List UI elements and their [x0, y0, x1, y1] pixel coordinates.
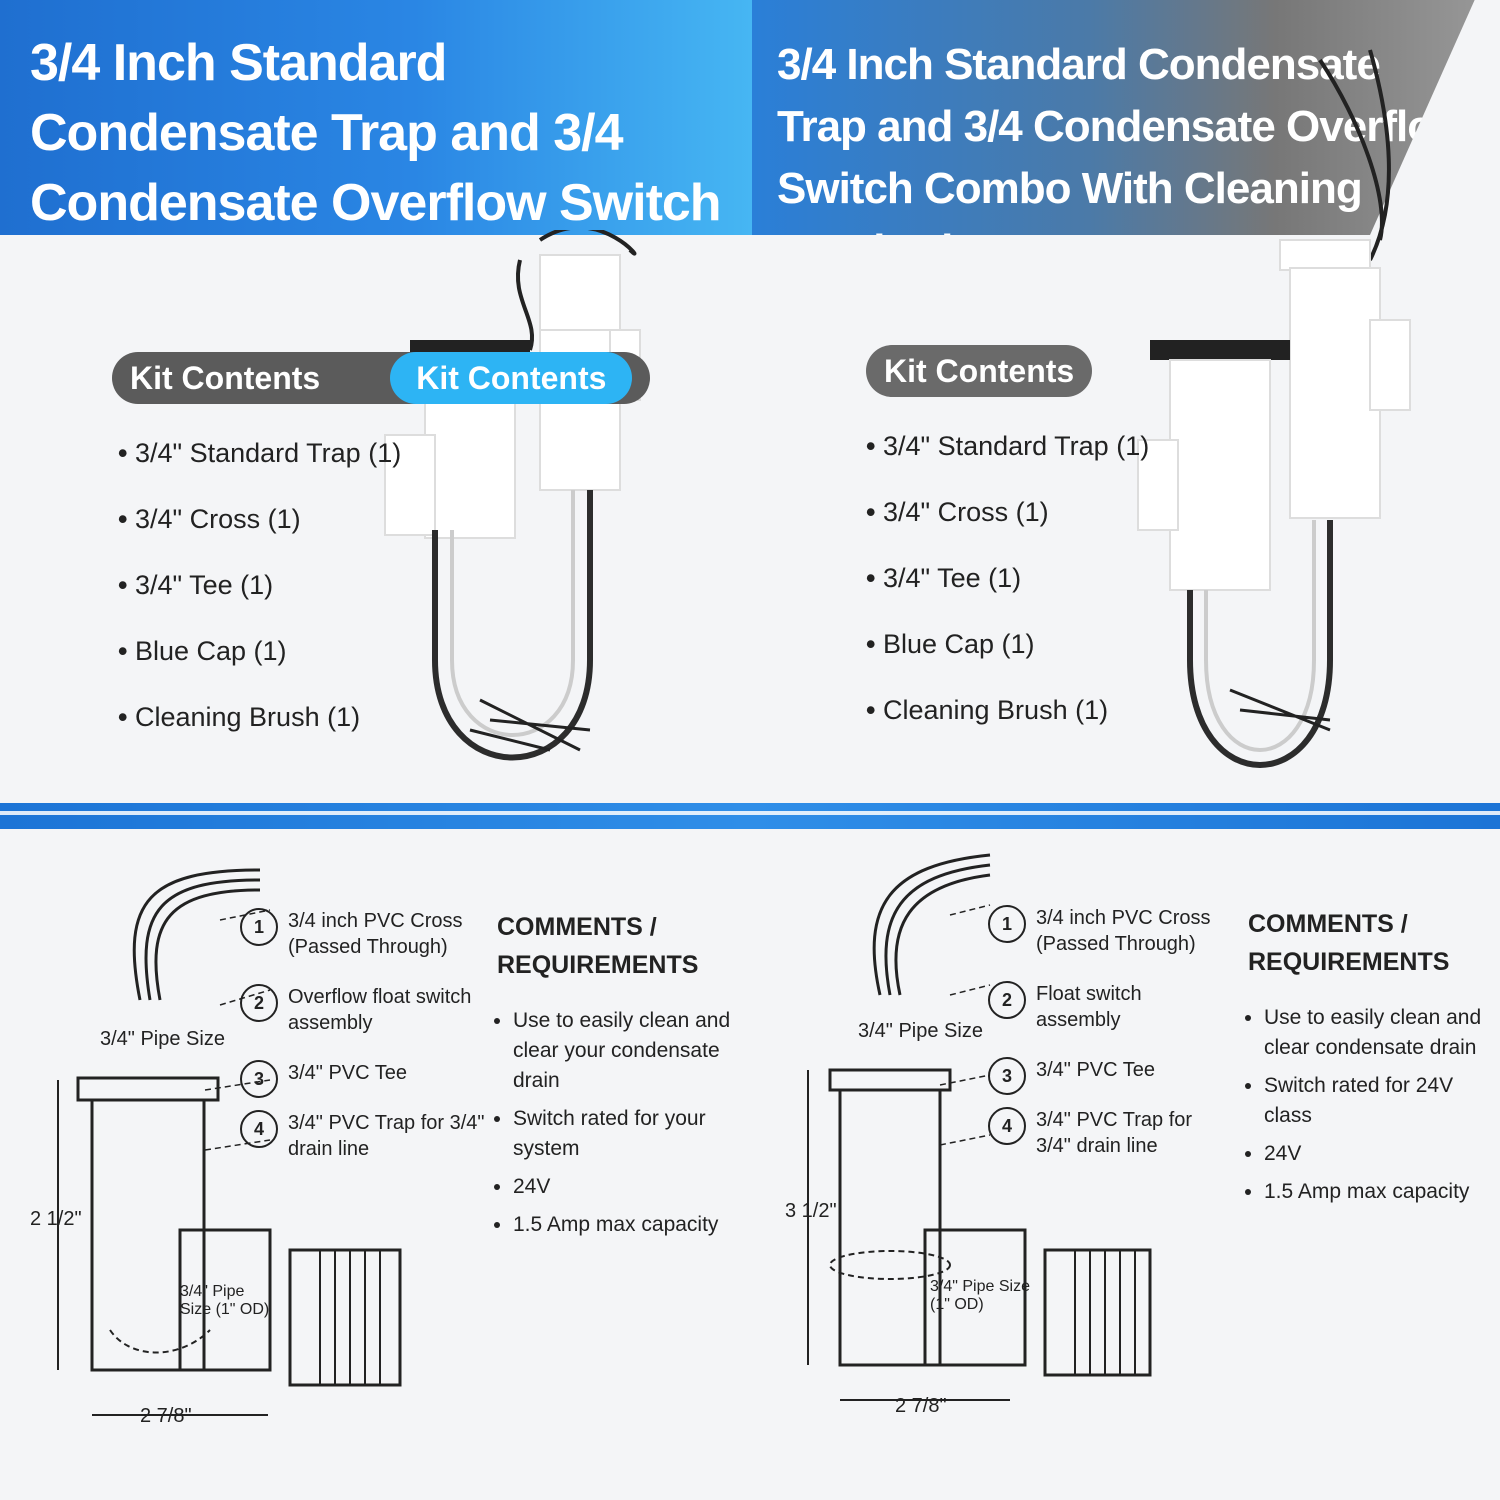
divider-strip — [0, 803, 1500, 829]
callout-number: 2 — [240, 984, 278, 1022]
dim-height-left: 2 1/2" — [30, 1208, 82, 1230]
list-item: Cleaning Brush (1) — [118, 684, 401, 750]
title-banner-right: 3/4 Inch Standard Condensate Trap and 3/… — [752, 0, 1500, 235]
comments-title: COMMENTS / REQUIREMENTS — [1248, 910, 1450, 976]
dim-height-right: 3 1/2" — [785, 1200, 837, 1222]
callout-number: 3 — [240, 1060, 278, 1098]
comment-item: Use to easily clean and clear condensate… — [1264, 1003, 1488, 1063]
callout-number: 4 — [988, 1107, 1026, 1145]
product-title-right: 3/4 Inch Standard Condensate Trap and 3/… — [777, 40, 1467, 235]
product-title-left: 3/4 Inch Standard Condensate Trap and 3/… — [30, 34, 722, 232]
list-item: 3/4" Cross (1) — [866, 479, 1149, 545]
comment-item: 24V — [1264, 1139, 1488, 1169]
comment-item: 1.5 Amp max capacity — [1264, 1177, 1488, 1207]
comment-item: Use to easily clean and clear your conde… — [513, 1006, 737, 1096]
list-item: 3/4" Tee (1) — [866, 545, 1149, 611]
comment-item: 24V — [513, 1172, 737, 1202]
list-item: 3/4" Cross (1) — [118, 486, 401, 552]
callout-number: 1 — [240, 908, 278, 946]
comments-right: COMMENTS / REQUIREMENTS Use to easily cl… — [1248, 905, 1488, 1215]
comment-item: 1.5 Amp max capacity — [513, 1210, 737, 1240]
dim-width-right: 2 7/8" — [895, 1395, 947, 1417]
dim-width-left: 2 7/8" — [140, 1405, 192, 1427]
list-item: Cleaning Brush (1) — [866, 677, 1149, 743]
list-item: 3/4" Tee (1) — [118, 552, 401, 618]
list-item: 3/4" Standard Trap (1) — [118, 420, 401, 486]
comments-left: COMMENTS / REQUIREMENTS Use to easily cl… — [497, 908, 737, 1248]
callout-number: 4 — [240, 1110, 278, 1148]
pipe-assembly-image-right — [1137, 49, 1411, 768]
kit-contents-list-left: 3/4" Standard Trap (1) 3/4" Cross (1) 3/… — [118, 420, 401, 750]
callout-number: 1 — [988, 905, 1026, 943]
kit-contents-list-right: 3/4" Standard Trap (1) 3/4" Cross (1) 3/… — [866, 413, 1149, 743]
comments-title: COMMENTS / REQUIREMENTS — [497, 913, 699, 979]
kit-contents-accent: Kit Contents — [390, 352, 633, 404]
callout-number: 2 — [988, 981, 1026, 1019]
callout-number: 3 — [988, 1057, 1026, 1095]
kit-contents-label-right: Kit Contents — [866, 345, 1093, 397]
comment-item: Switch rated for 24V class — [1264, 1071, 1488, 1131]
technical-drawing-right — [807, 853, 1152, 1401]
dim-top-right: 3/4" Pipe Size — [858, 1020, 983, 1042]
dim-pipe-note-left: 3/4" Pipe Size (1" OD) — [180, 1283, 270, 1318]
title-banner-left: 3/4 Inch Standard Condensate Trap and 3/… — [0, 0, 752, 235]
comment-item: Switch rated for your system — [513, 1104, 737, 1164]
dim-top-left: 3/4" Pipe Size — [100, 1028, 225, 1050]
list-item: 3/4" Standard Trap (1) — [866, 413, 1149, 479]
list-item: Blue Cap (1) — [118, 618, 401, 684]
dim-pipe-note-right: 3/4" Pipe Size (1" OD) — [930, 1278, 1030, 1313]
list-item: Blue Cap (1) — [866, 611, 1149, 677]
